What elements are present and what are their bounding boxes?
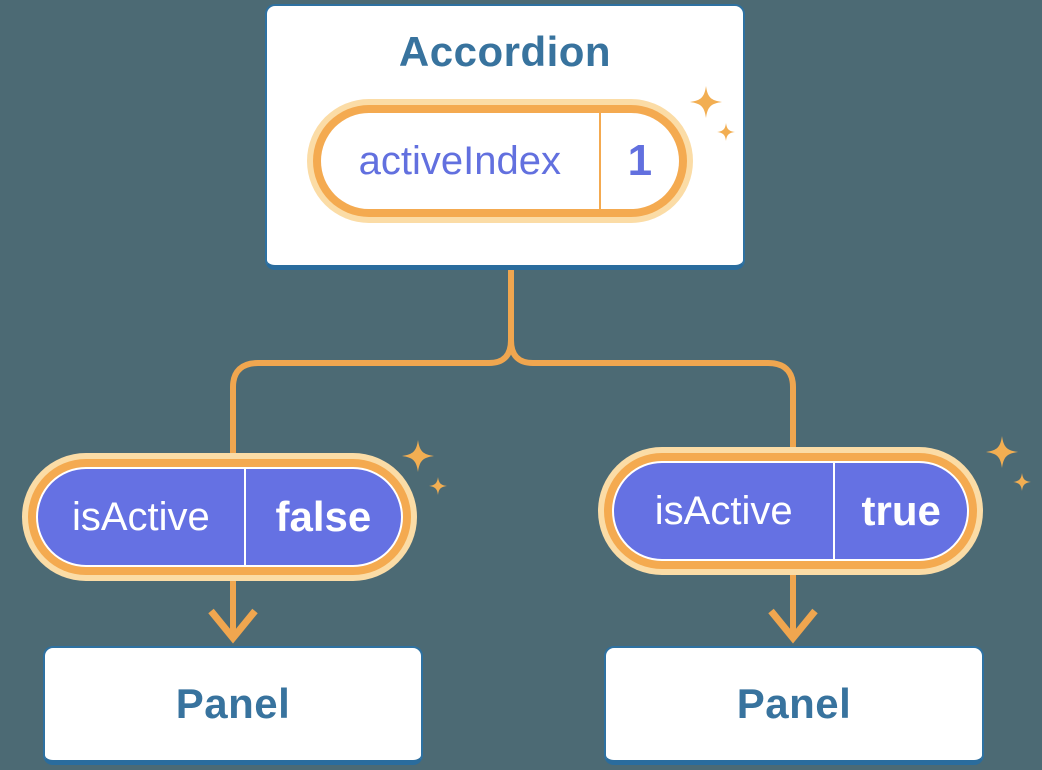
prop-name: isActive [38,469,246,565]
component-title: Accordion [398,28,612,75]
state-pill-activeindex: activeIndex 1 [307,99,693,223]
state-name: activeIndex [321,113,601,209]
prop-pill-isactive-false: isActive false [22,453,417,581]
prop-pill-ring: isActive true [604,453,977,569]
prop-pill-ring: isActive false [28,459,411,575]
prop-name: isActive [614,463,836,559]
state-pill-ring: activeIndex 1 [313,105,687,217]
prop-pill-core: isActive false [36,467,403,567]
panel-component-box-right: Panel [604,646,984,765]
branch-right-line [508,268,796,636]
prop-value: false [275,493,372,540]
panel-component-box-left: Panel [43,646,423,765]
component-title: Panel [175,680,291,727]
arrow-down-icon [768,608,818,644]
state-pill-core: activeIndex 1 [321,113,679,209]
state-value: 1 [627,136,653,185]
component-title: Panel [736,680,852,727]
prop-pill-isactive-true: isActive true [598,447,983,575]
prop-pill-core: isActive true [612,461,969,561]
prop-value: true [861,487,941,534]
arrow-down-icon [208,608,258,644]
